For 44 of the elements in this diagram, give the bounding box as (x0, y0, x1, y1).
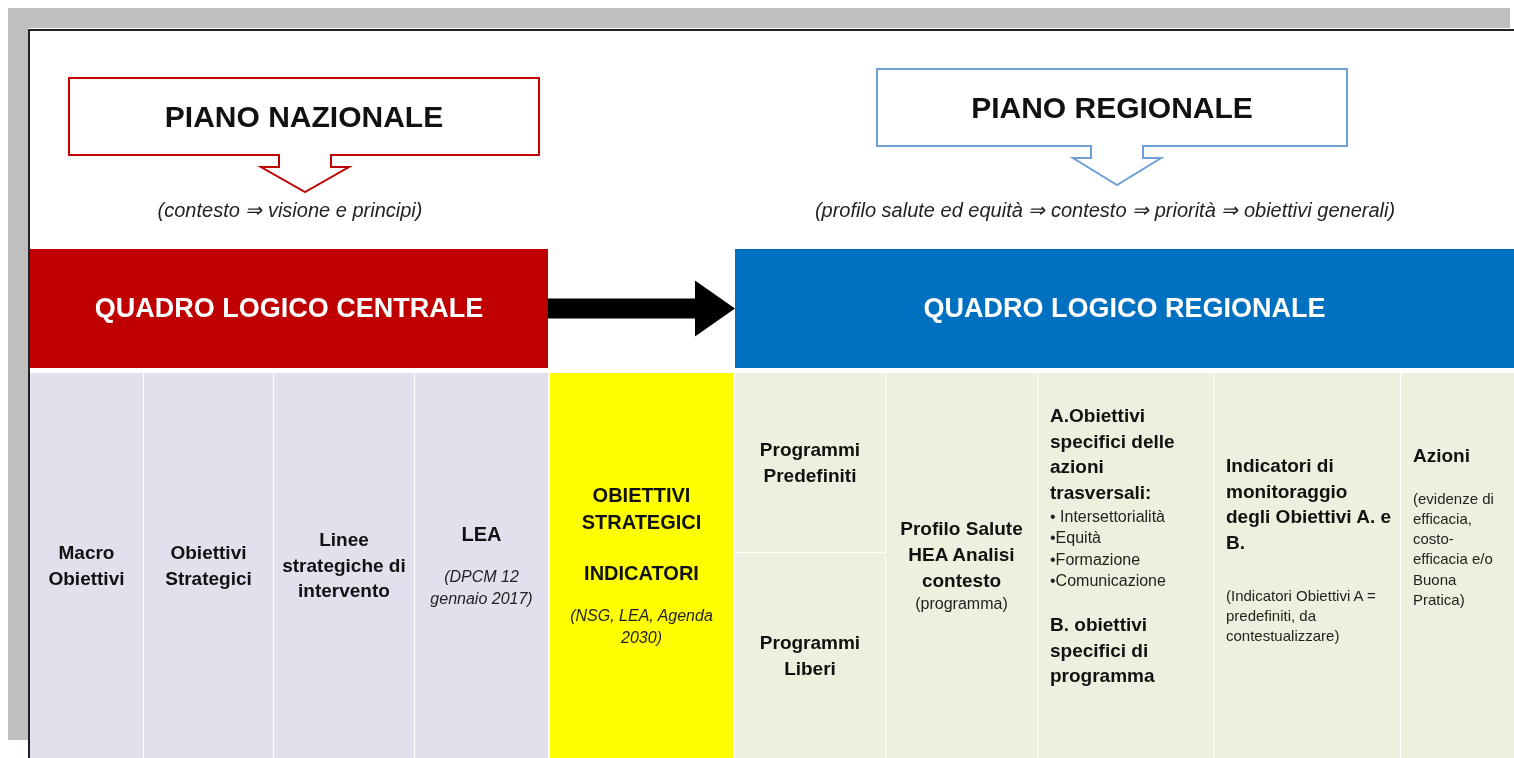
table-column (550, 373, 733, 758)
bullet-item: •Formazione (1050, 549, 1141, 570)
bullet-item: •Comunicazione (1050, 571, 1166, 592)
note-text: (programma) (915, 594, 1008, 615)
callout-box (876, 68, 1348, 186)
table-column (30, 373, 143, 758)
bullet-item: •Equità (1050, 528, 1101, 549)
column-heading: Azioni (1413, 444, 1470, 468)
heading-text: PIANO NAZIONALE (164, 99, 444, 135)
column-heading: OBIETTIVI STRATEGICI (580, 483, 703, 536)
heading-text: PIANO REGIONALE (971, 90, 1253, 126)
table-column (735, 373, 885, 552)
note-text: (Indicatori Obiettivi A = predefiniti, da contestualizzare) (1226, 585, 1377, 647)
heading-text: QUADRO LOGICO CENTRALE (94, 292, 484, 326)
header-band (735, 249, 1514, 368)
column-heading: Linee strategiche di intervento (281, 528, 407, 604)
arrow (548, 280, 735, 337)
table-column (274, 373, 414, 758)
callout-box (68, 77, 540, 193)
table-column (415, 373, 548, 758)
table-column (1401, 373, 1514, 758)
table-column (886, 373, 1037, 758)
column-heading: INDICATORI (584, 561, 699, 587)
note-text: (NSG, LEA, Agenda 2030) (569, 606, 714, 648)
column-heading: B. obiettivi specifici di programma (1050, 612, 1156, 689)
column-heading: Indicatori di monitoraggio degli Obiettivi A. e B. (1226, 454, 1393, 555)
table-column (1214, 373, 1400, 758)
table-column (144, 373, 273, 758)
column-heading: A.Obiettivi specifici delle azioni trasversali: (1050, 404, 1176, 505)
column-heading: Programmi Predefiniti (758, 437, 862, 488)
heading-text: QUADRO LOGICO REGIONALE (923, 292, 1326, 326)
header-band (30, 249, 548, 368)
column-heading: Programmi Liberi (758, 630, 862, 681)
bullet-item: • Intersettorialità (1050, 506, 1165, 527)
table-column (1038, 373, 1213, 758)
caption-text: (contesto ⇒ visione e principi) (156, 198, 424, 222)
column-heading: Profilo Salute HEA Analisi contesto (899, 517, 1024, 593)
note-text: (evidenze di efficacia, costo-efficacia e/o Buona Pratica) (1413, 488, 1495, 610)
column-heading: Obiettivi Strategici (164, 540, 253, 591)
caption-text: (profilo salute ed equità ⇒ contesto ⇒ priorità ⇒ obiettivi generali) (813, 198, 1397, 222)
note-text: (DPCM 12 gennaio 2017) (429, 567, 534, 609)
column-heading: Macro Obiettivi (47, 540, 126, 591)
column-heading: LEA (461, 522, 502, 548)
table-column (735, 553, 885, 758)
